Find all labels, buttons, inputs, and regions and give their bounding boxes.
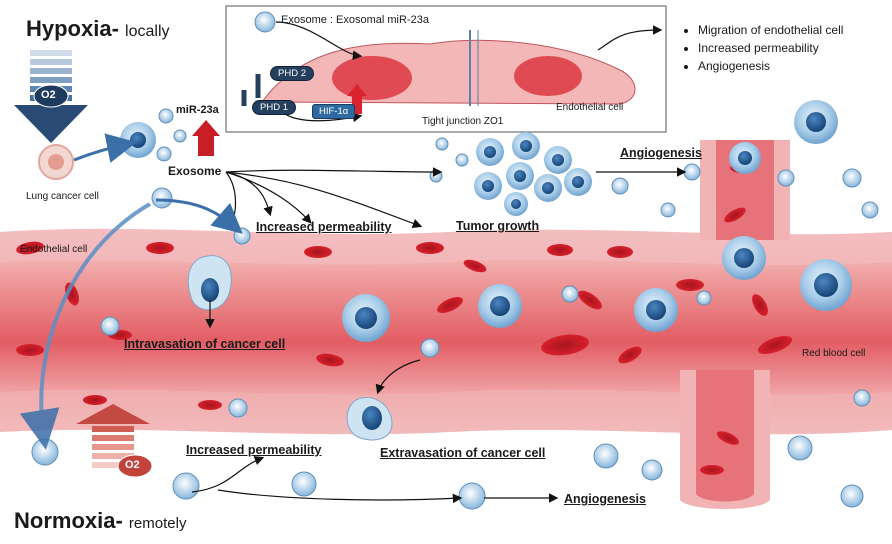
lung-cancer-cell-label: Lung cancer cell (26, 191, 99, 202)
endothelial-cell-label: Endothelial cell (20, 244, 88, 255)
normoxia-heading: Normoxia- (14, 508, 123, 533)
increased-permeability-top-label: Increased permeability (256, 220, 392, 234)
mir23a-label: miR-23a (176, 104, 219, 116)
normoxia-subtitle: remotely (128, 515, 187, 532)
exosome-label: Exosome (168, 164, 222, 178)
o2-normoxia-label: O2 (125, 459, 140, 471)
hypoxia-heading: Hypoxia- (26, 16, 119, 41)
hypoxia-subtitle: locally (125, 23, 170, 40)
hypoxia-title: Hypoxia- locally (26, 16, 170, 42)
angiogenesis-bottom-label: Angiogenesis (564, 492, 646, 506)
phd2-chip: PHD 2 (270, 66, 314, 81)
tumor-growth-label: Tumor growth (456, 219, 540, 233)
tight-junction-label: Tight junction ZO1 (422, 116, 504, 127)
red-blood-cell-label: Red blood cell (802, 348, 866, 359)
inset-exosome-label: Exosome : Exosomal miR-23a (281, 14, 429, 26)
phd1-chip: PHD 1 (252, 100, 296, 115)
increased-permeability-bottom-label: Increased permeability (186, 443, 322, 457)
extravasation-label: Extravasation of cancer cell (380, 446, 546, 460)
inset-endothelial-label: Endothelial cell (556, 102, 624, 113)
normoxia-title: Normoxia- remotely (14, 508, 186, 534)
hif1a-chip: HIF-1α (312, 104, 356, 119)
outcome-migration: Migration of endothelial cell (698, 21, 843, 39)
outcome-angiogenesis: Angiogenesis (698, 57, 843, 75)
intravasation-label: Intravasation of cancer cell (124, 337, 286, 351)
angiogenesis-top-label: Angiogenesis (620, 146, 702, 160)
inset-outcomes: Migration of endothelial cell Increased … (684, 21, 843, 75)
outcome-permeability: Increased permeability (698, 39, 843, 57)
o2-hypoxia-label: O2 (41, 89, 56, 101)
